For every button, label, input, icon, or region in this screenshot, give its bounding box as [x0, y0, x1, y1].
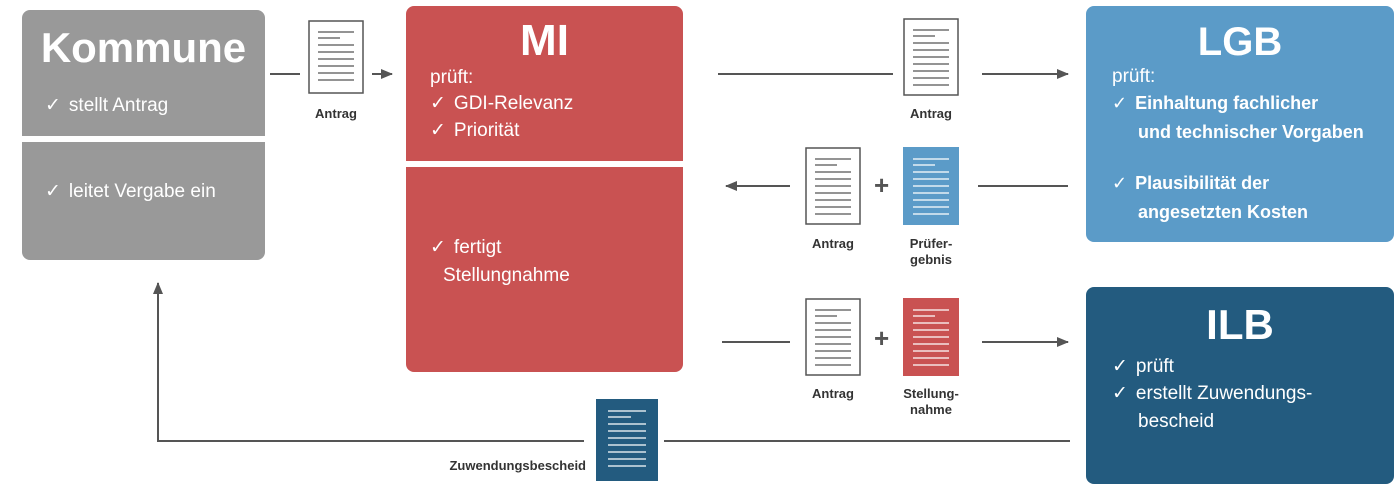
- ilb-item-prueft: prüft: [1112, 353, 1174, 380]
- ilb-title: ILB: [1206, 301, 1274, 348]
- caption-stellungnahme-line2: nahme: [910, 402, 952, 417]
- caption-pruefergebnis-line2: gebnis: [910, 252, 952, 267]
- mi-item-fertigt: fertigt: [430, 234, 502, 261]
- caption-antrag-3: Antrag: [812, 236, 854, 251]
- lgb-box: LGB prüft: Einhaltung fachlicher und tec…: [1086, 6, 1394, 242]
- mi-prueft-label: prüft:: [430, 67, 474, 88]
- mi-item-prioritaet: Priorität: [430, 117, 519, 144]
- plus-sign-1: +: [874, 170, 890, 200]
- caption-antrag-1: Antrag: [315, 106, 357, 121]
- document-icon-antrag-4: [805, 298, 861, 376]
- mi-item-gdi-relevanz: GDI-Relevanz: [430, 90, 573, 117]
- kommune-title: Kommune: [40, 24, 247, 71]
- mi-divider: [406, 161, 683, 167]
- kommune-item-leitet-vergabe: leitet Vergabe ein: [45, 178, 216, 205]
- kommune-divider: [22, 136, 265, 142]
- lgb-item-plausibilitaet: Plausibilität der: [1112, 170, 1269, 197]
- lgb-item-kosten: angesetzten Kosten: [1138, 202, 1309, 222]
- lgb-item-vorgaben: und technischer Vorgaben: [1138, 122, 1364, 142]
- caption-antrag-2: Antrag: [910, 106, 952, 121]
- ilb-item-bescheid: bescheid: [1138, 411, 1215, 432]
- kommune-box: Kommune stellt Antrag leitet Vergabe ein: [22, 10, 265, 260]
- document-icon-antrag-3: [805, 147, 861, 225]
- mi-title: MI: [520, 16, 569, 65]
- caption-zuwendungsbescheid: Zuwendungsbescheid: [449, 458, 586, 473]
- kommune-item-stellt-antrag: stellt Antrag: [45, 92, 168, 119]
- mi-item-stellungnahme: Stellungnahme: [443, 265, 570, 286]
- ilb-item-erstellt: erstellt Zuwendungs-: [1112, 380, 1312, 407]
- caption-stellungnahme-line1: Stellung-: [903, 386, 959, 401]
- plus-sign-2: +: [874, 323, 890, 353]
- caption-pruefergebnis: Prüfer- gebnis: [891, 236, 971, 268]
- document-icon-stellungnahme: [903, 298, 959, 376]
- caption-pruefergebnis-line1: Prüfer-: [909, 236, 953, 251]
- caption-antrag-4: Antrag: [812, 386, 854, 401]
- document-icon-zuwendungsbescheid: [596, 399, 658, 481]
- ilb-box: ILB prüft erstellt Zuwendungs- bescheid: [1086, 287, 1394, 484]
- lgb-item-einhaltung: Einhaltung fachlicher: [1112, 90, 1318, 117]
- mi-box: MI prüft: GDI-Relevanz Priorität fertigt…: [406, 6, 683, 372]
- document-icon-antrag-2: [903, 18, 959, 96]
- lgb-prueft-label: prüft:: [1112, 66, 1156, 87]
- lgb-title: LGB: [1197, 20, 1283, 64]
- caption-stellungnahme: Stellung- nahme: [891, 386, 971, 418]
- document-icon-antrag-1: [308, 20, 364, 94]
- document-icon-pruefergebnis: [903, 147, 959, 225]
